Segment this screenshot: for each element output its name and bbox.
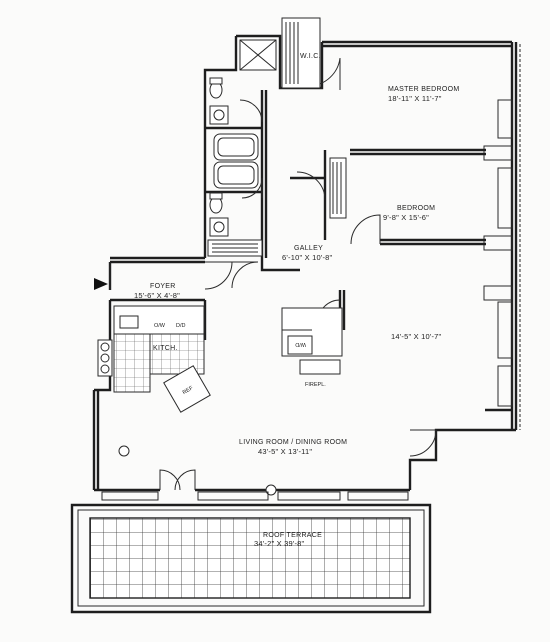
doors — [109, 57, 437, 491]
living-dining-dims: 43'-5" X 13'-11" — [258, 447, 312, 456]
fireplace-label: FIREPL. — [305, 382, 326, 388]
kitchen-label: KITCH. — [153, 345, 178, 352]
bathrooms — [209, 39, 277, 237]
living-dining-label: LIVING ROOM / DINING ROOM — [239, 439, 347, 446]
terrace-label: ROOF TERRACE — [263, 532, 322, 539]
oven-label: O/W — [154, 323, 166, 329]
closets — [207, 17, 347, 257]
bedroom-label: BEDROOM — [397, 205, 435, 212]
galley-label: GALLEY — [294, 245, 323, 252]
living-fixtures — [101, 484, 409, 501]
outer-walls — [92, 34, 518, 492]
foyer-label: FOYER — [150, 283, 176, 290]
entry-arrow-icon — [94, 278, 108, 290]
galley-dims: 6'-10" X 10'-8" — [282, 253, 333, 262]
master-bedroom-label: MASTER BEDROOM — [388, 86, 459, 93]
foyer-dims: 15'-6" X 4'-8" — [134, 291, 180, 300]
den-dims: 14'-5" X 10'-7" — [391, 332, 442, 341]
washer-dryer-label: W/D — [295, 341, 306, 347]
windows-right — [483, 44, 521, 430]
den-fixtures — [281, 307, 343, 375]
roof-terrace — [70, 503, 432, 614]
fridge-label: REF — [182, 385, 195, 396]
master-bedroom-dims: 18'-11" X 11'-7" — [388, 94, 442, 103]
dishwasher-label: D/D — [176, 323, 186, 329]
interior-walls — [110, 90, 486, 340]
terrace-dims: 34'-2" X 39'-8" — [254, 539, 305, 548]
wic-label: W.I.C. — [300, 53, 321, 60]
bedroom-dims: 9'-8" X 15'-6" — [383, 213, 429, 222]
kitchen-fixtures: REF — [97, 305, 211, 457]
